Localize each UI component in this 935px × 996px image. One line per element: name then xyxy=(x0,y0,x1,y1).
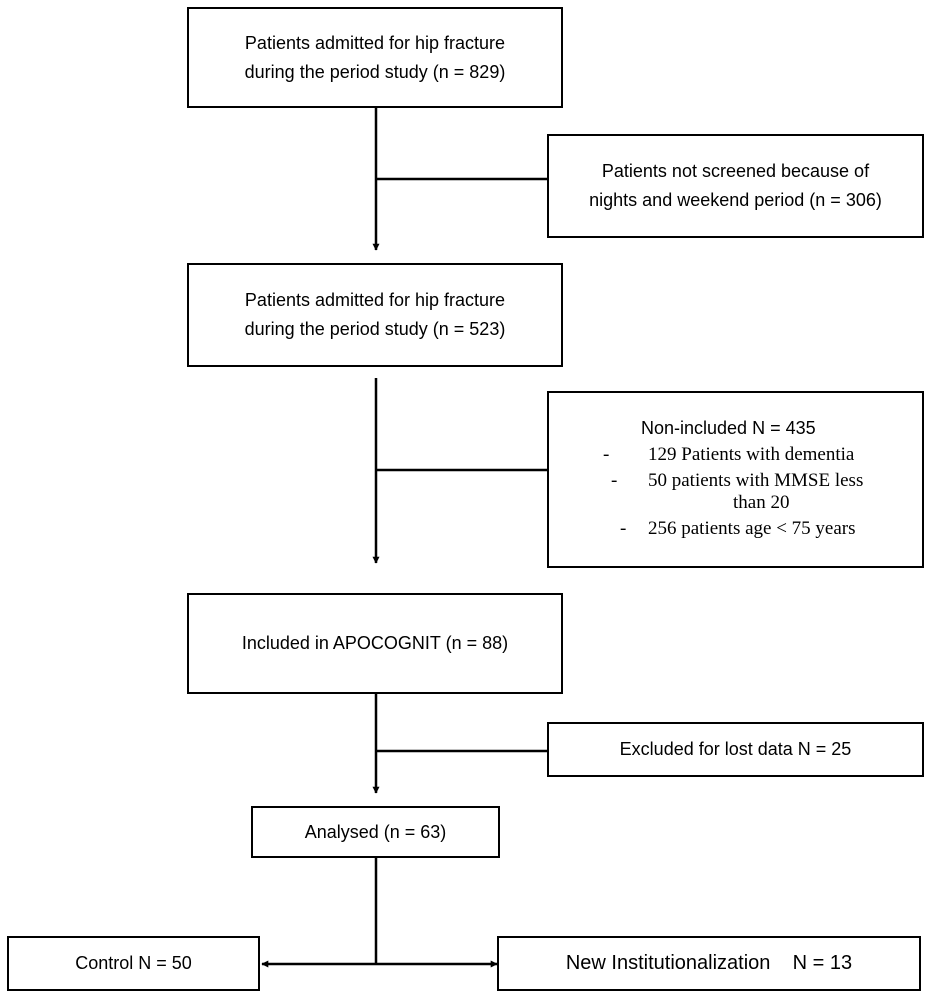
admitted-initial-line2: during the period study (n = 829) xyxy=(244,61,506,82)
non-included-item-text: 129 Patients with dementia xyxy=(648,444,855,465)
admitted-screened-line1: Patients admitted for hip fracture xyxy=(244,290,506,310)
non-included-dash: - xyxy=(603,444,610,465)
admitted-initial-line1: Patients admitted for hip fracture xyxy=(244,32,506,53)
admitted-screened-line2: during the period study (n = 523) xyxy=(244,319,506,339)
analysed-label: Analysed (n = 63) xyxy=(304,821,447,842)
non-included-dash: - xyxy=(611,470,618,491)
box-not-screened: Patients not screened because of nights … xyxy=(547,134,924,238)
not-screened-line2: nights and weekend period (n = 306) xyxy=(589,190,882,210)
box-admitted-initial: Patients admitted for hip fracture durin… xyxy=(187,7,563,108)
included-label: Included in APOCOGNIT (n = 88) xyxy=(241,633,509,653)
non-included-item-text: 256 patients age < 75 years xyxy=(648,518,856,539)
box-included: Included in APOCOGNIT (n = 88) xyxy=(187,593,563,694)
not-screened-line1: Patients not screened because of xyxy=(601,161,870,181)
non-included-item-text2: than 20 xyxy=(733,492,790,513)
box-analysed: Analysed (n = 63) xyxy=(251,806,500,858)
box-control: Control N = 50 xyxy=(7,936,260,991)
box-new-institutionalization: New Institutionalization N = 13 xyxy=(497,936,921,991)
box-admitted-screened: Patients admitted for hip fracture durin… xyxy=(187,263,563,367)
non-included-title: Non-included N = 435 xyxy=(641,418,816,438)
non-included-dash: - xyxy=(620,518,627,539)
control-label: Control N = 50 xyxy=(75,953,192,973)
box-non-included: Non-included N = 435 - 129 Patients with… xyxy=(547,391,924,568)
excluded-label: Excluded for lost data N = 25 xyxy=(619,739,852,759)
non-included-item-text: 50 patients with MMSE less xyxy=(648,470,864,491)
new-institutionalization-label: New Institutionalization N = 13 xyxy=(565,952,853,974)
box-excluded: Excluded for lost data N = 25 xyxy=(547,722,924,777)
